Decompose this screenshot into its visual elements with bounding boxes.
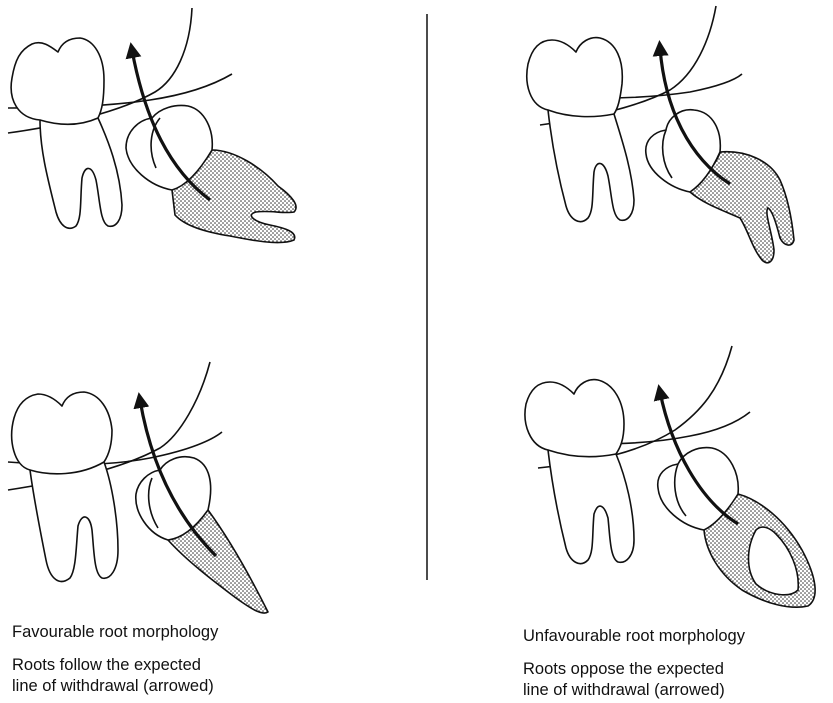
favourable-example-1 [8,8,296,243]
unfavourable-desc-line2: line of withdrawal (arrowed) [523,680,725,701]
right-description: Roots oppose the expected line of withdr… [523,659,725,701]
left-caption: Favourable root morphology [12,622,218,643]
molar-tooth-icon [525,380,634,564]
favourable-desc-line2: line of withdrawal (arrowed) [12,676,214,697]
left-description: Roots follow the expected line of withdr… [12,655,214,697]
molar-tooth-icon [11,38,122,228]
unfavourable-desc-line1: Roots oppose the expected [523,659,725,680]
favourable-desc-line1: Roots follow the expected [12,655,214,676]
unfavourable-example-1 [527,6,794,263]
molar-tooth-icon [527,38,634,222]
right-caption: Unfavourable root morphology [523,626,745,647]
unfavourable-title: Unfavourable root morphology [523,626,745,647]
favourable-example-2 [8,362,268,613]
unfavourable-example-2 [525,346,815,607]
favourable-title: Favourable root morphology [12,622,218,643]
